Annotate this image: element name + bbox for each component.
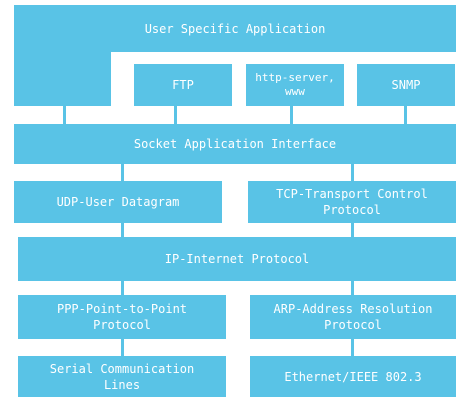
connector: [404, 105, 407, 125]
socket-interface-label: Socket Application Interface: [133, 137, 337, 151]
snmp-label: SNMP: [391, 78, 421, 92]
ftp-label: FTP: [172, 78, 194, 92]
connector: [174, 105, 177, 125]
ppp-block: PPP-Point-to-Point Protocol: [18, 295, 226, 339]
connector: [351, 222, 354, 238]
connector: [351, 280, 354, 296]
ethernet-label: Ethernet/IEEE 802.3: [284, 369, 422, 384]
snmp-block: SNMP: [357, 64, 455, 106]
arp-block: ARP-Address Resolution Protocol: [250, 295, 456, 339]
connector: [121, 338, 124, 357]
connector: [63, 105, 66, 125]
ftp-block: FTP: [134, 64, 232, 106]
tcp-label: TCP-Transport Control Protocol: [276, 187, 428, 217]
serial-block: Serial Communication Lines: [18, 356, 226, 397]
ppp-label: PPP-Point-to-Point Protocol: [56, 302, 188, 332]
udp-block: UDP-User Datagram: [14, 181, 222, 223]
http-block: http-server, www: [246, 64, 344, 106]
arp-label: ARP-Address Resolution Protocol: [273, 302, 433, 332]
connector: [121, 222, 124, 238]
connector: [351, 163, 354, 182]
ip-label: IP-Internet Protocol: [164, 252, 310, 266]
connector: [121, 163, 124, 182]
user-application-block-leg: [14, 50, 111, 106]
connector: [121, 280, 124, 296]
connector: [290, 105, 293, 125]
user-application-label: User Specific Application: [144, 21, 326, 36]
ip-block: IP-Internet Protocol: [18, 237, 456, 281]
tcp-block: TCP-Transport Control Protocol: [248, 181, 456, 223]
udp-label: UDP-User Datagram: [56, 195, 180, 209]
connector: [351, 338, 354, 357]
ethernet-block: Ethernet/IEEE 802.3: [250, 356, 456, 397]
socket-interface-block: Socket Application Interface: [14, 124, 456, 164]
http-label: http-server, www: [255, 71, 335, 98]
user-application-block: User Specific Application: [14, 5, 456, 52]
serial-label: Serial Communication Lines: [49, 361, 195, 392]
